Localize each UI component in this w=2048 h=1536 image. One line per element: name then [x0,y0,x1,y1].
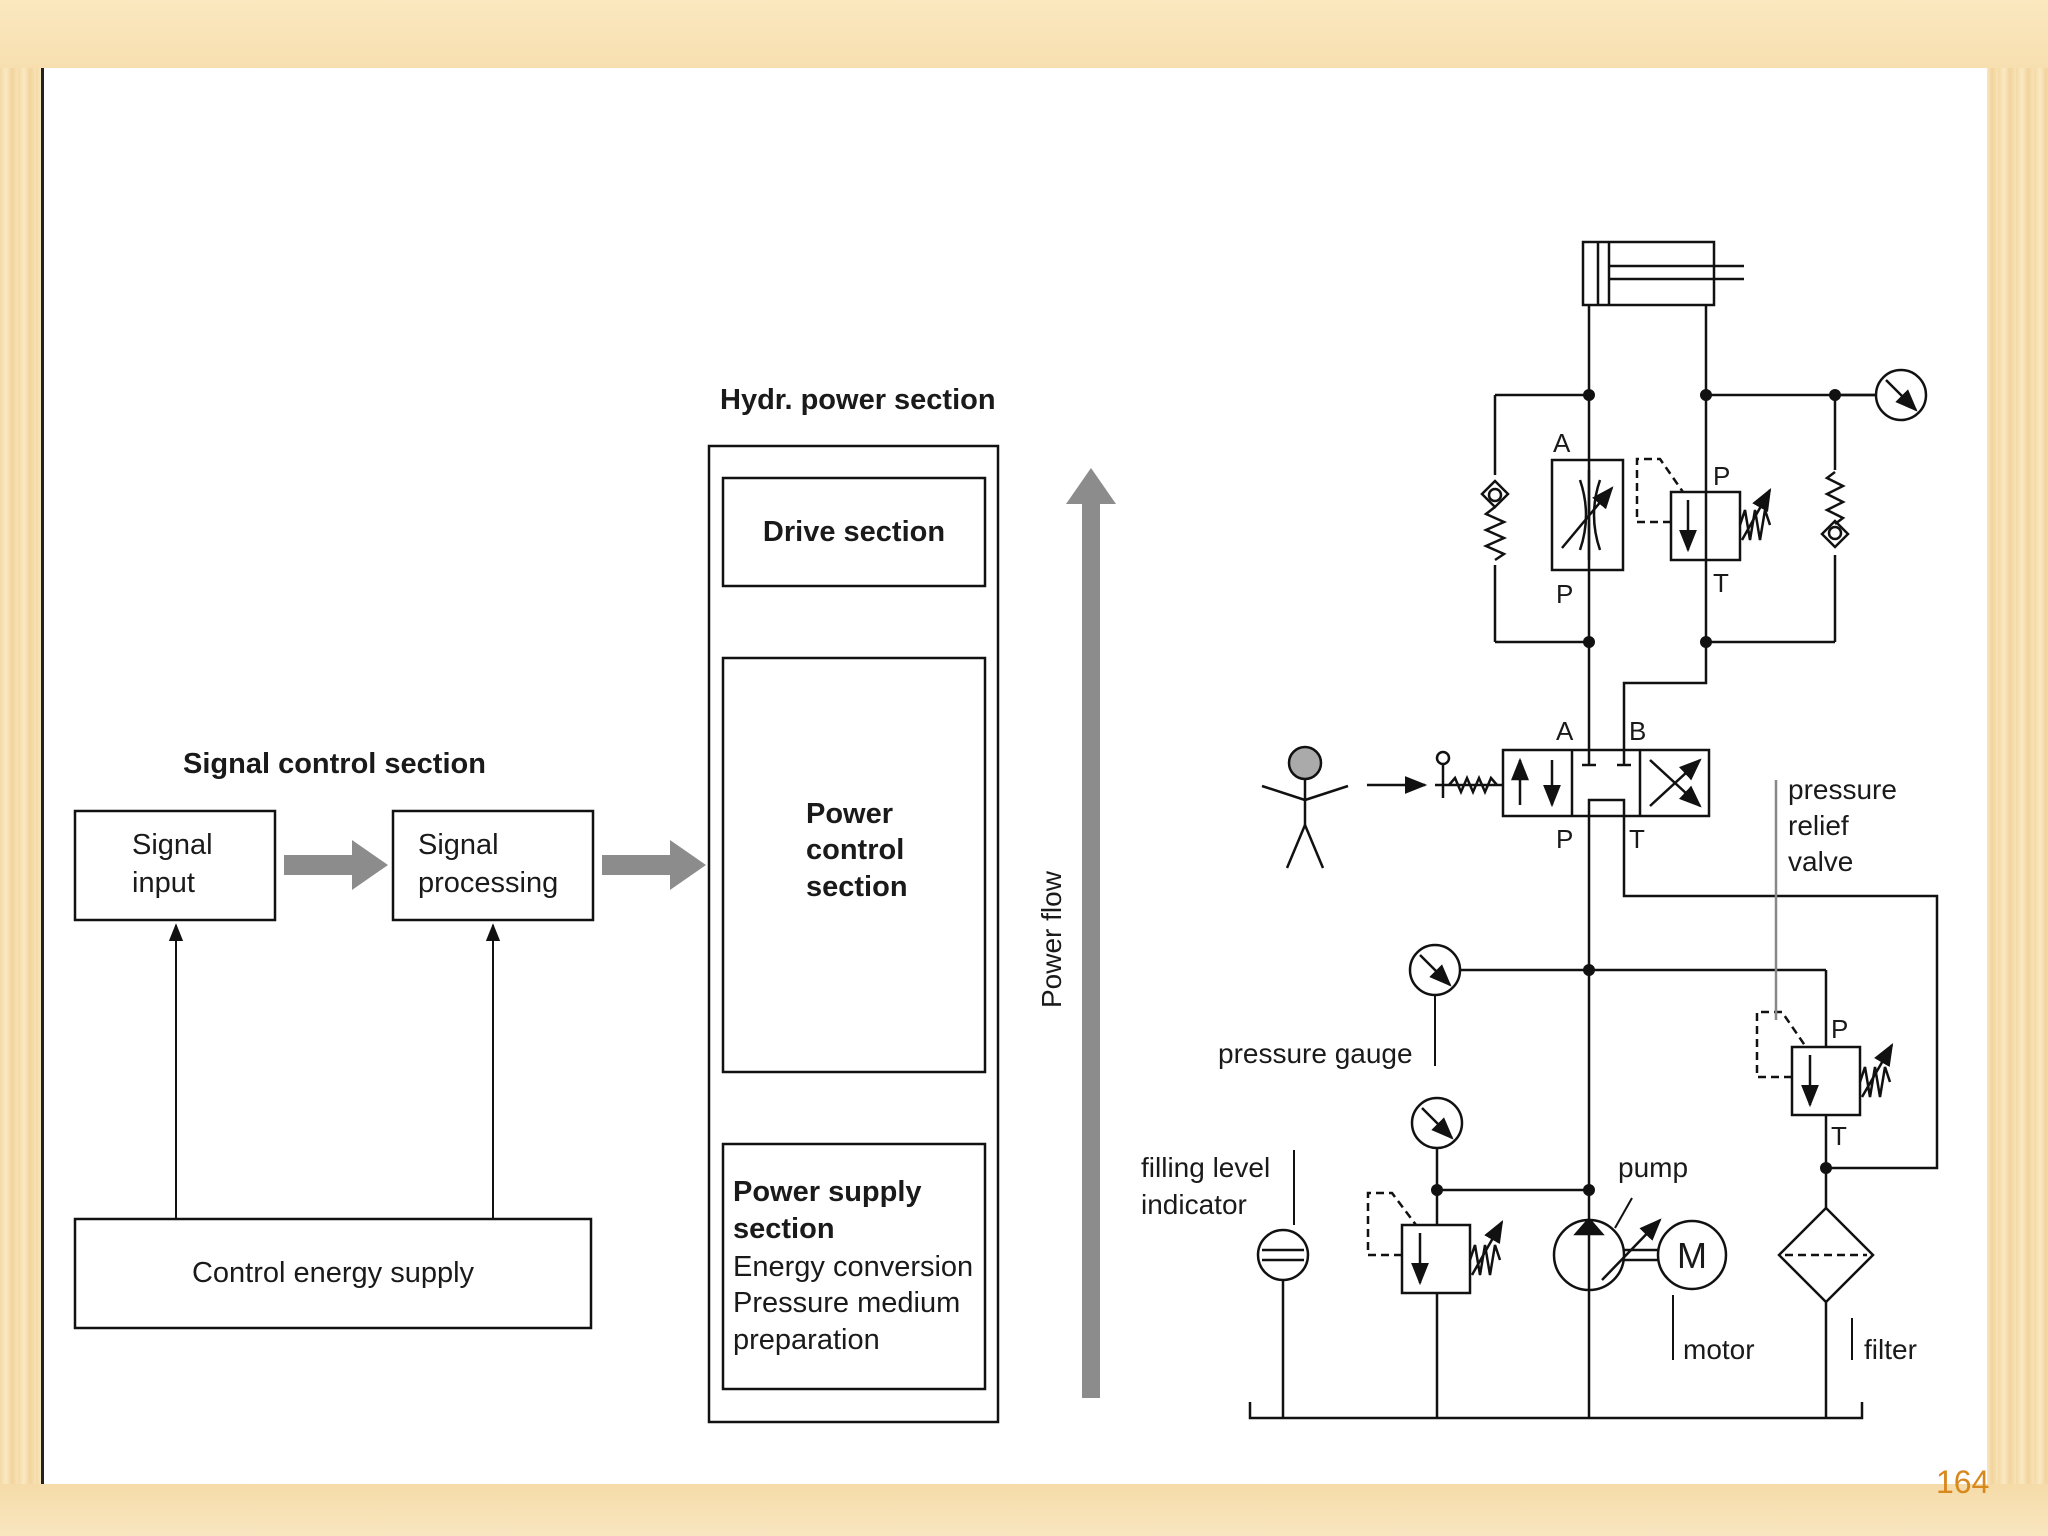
processing-to-power-arrow [602,840,706,890]
slide-left-border [41,68,44,1484]
power-supply-line-1: Energy conversion [733,1251,973,1283]
power-control-box [721,656,987,1074]
signal-input-label-1: Signal [132,829,213,861]
power-supply-line-3: preparation [733,1324,880,1356]
middle-pressure-gauge [1408,943,1462,997]
port-b2: B [1629,716,1646,746]
top-decorative-band [0,0,2048,68]
signal-control-section: Signal control section Signal input Sign… [73,748,706,1330]
signal-processing-label-1: Signal [418,829,499,861]
port-t1: T [1713,568,1729,598]
pump-label: pump [1618,1152,1688,1183]
power-control-label-3: section [806,871,908,903]
power-flow-label: Power flow [1036,870,1067,1008]
circuit-labels: A P P T A B P T P T [1553,428,1848,1151]
signal-processing-label-2: processing [418,867,558,899]
drive-section-label: Drive section [763,516,945,548]
motor-symbol [1656,1219,1728,1291]
hydr-section-heading: Hydr. power section [720,384,996,416]
left-check-valve [1480,479,1510,562]
signal-input-box [73,809,277,922]
pressure-relief-label-3: valve [1788,846,1853,877]
bottom-pressure-gauge [1410,1096,1464,1150]
hydraulic-cylinder [1581,240,1744,307]
pressure-relief-label-1: pressure [1788,774,1897,805]
signal-section-heading: Signal control section [183,748,486,780]
motor-symbol-letter: M [1677,1235,1707,1276]
tank-line [1248,1402,1864,1420]
power-flow-shaft [1082,500,1100,1398]
port-p2: P [1713,461,1730,491]
control-energy-supply-box [73,1217,593,1330]
port-p1: P [1556,579,1573,609]
power-flow-head [1066,468,1116,504]
top-pressure-gauge [1874,368,1928,422]
directional-valve [1435,748,1711,818]
power-supply-line-2: Pressure medium [733,1287,960,1319]
motor-label: motor [1683,1334,1755,1365]
throttle-valve [1550,458,1625,572]
bottom-decorative-band [0,1484,2048,1536]
pressure-relief-label-2: relief [1788,810,1849,841]
filter-label: filter [1864,1334,1917,1365]
junction-dots [1431,389,1841,1196]
operator-figure [1261,745,1428,869]
power-supply-box [721,1142,987,1391]
filling-level-label-1: filling level [1141,1152,1270,1183]
signal-input-label-2: input [132,867,195,899]
port-a2: A [1556,716,1574,746]
component-labels: pressure relief valve pressure gauge fil… [1141,774,1917,1365]
pressure-gauge-label: pressure gauge [1218,1038,1413,1069]
drive-section-box [721,476,987,588]
control-energy-supply-label: Control energy supply [192,1257,475,1289]
port-a1: A [1553,428,1571,458]
pump-relief-valve [1366,1191,1504,1295]
upper-pressure-valve [1635,457,1772,562]
hydr-power-outer-box [707,444,1000,1424]
port-p3: P [1556,824,1573,854]
power-control-label-1: Power [806,798,893,830]
filter-symbol [1777,1206,1875,1304]
port-p4: P [1831,1014,1848,1044]
right-check-valve [1820,471,1850,549]
power-supply-title-1: Power supply [733,1176,922,1208]
power-supply-title-2: section [733,1213,835,1245]
filling-level-indicator-symbol [1256,1228,1310,1282]
hydraulic-circuit [1248,240,1939,1420]
filling-level-label-2: indicator [1141,1189,1247,1220]
power-control-label-2: control [806,834,904,866]
signal-processing-box [391,809,595,922]
page-number: 164 [1936,1464,1990,1500]
power-flow-arrow: Power flow [1036,468,1116,1398]
hydr-power-section: Hydr. power section Drive section Power … [707,384,1000,1424]
pump-symbol [1552,1197,1662,1292]
port-t3: T [1629,824,1645,854]
input-to-processing-arrow [284,840,388,890]
port-t4: T [1831,1121,1847,1151]
